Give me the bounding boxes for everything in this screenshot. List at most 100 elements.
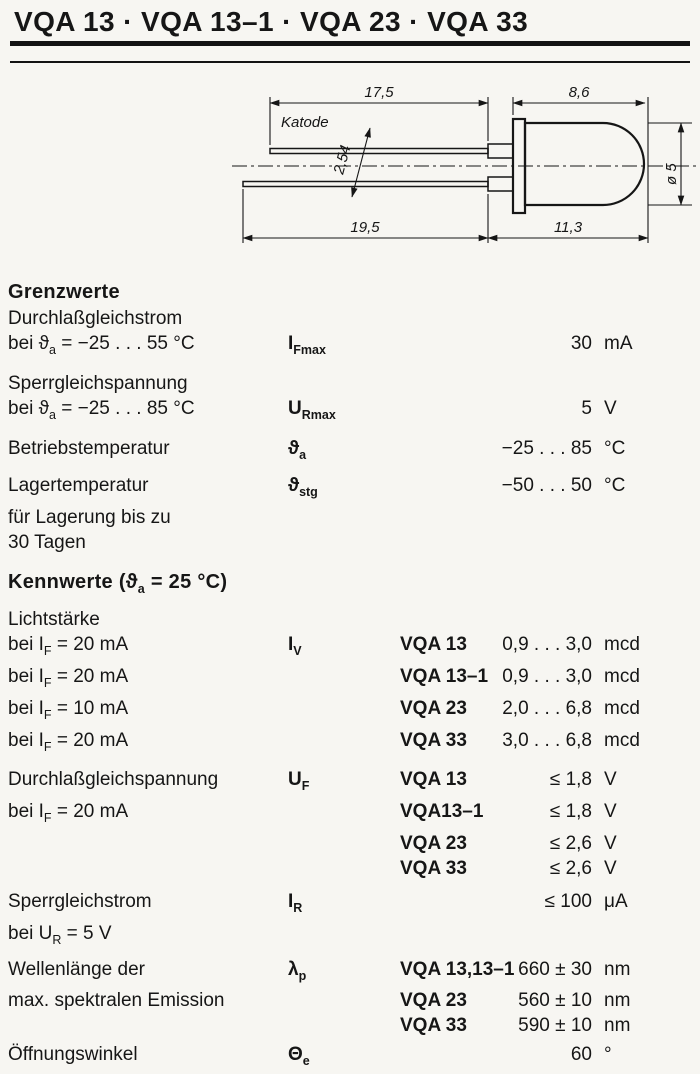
condition-cell: bei IF = 20 mA	[8, 728, 288, 760]
unit-text: nm	[604, 958, 631, 980]
unit-text: mcd	[604, 729, 640, 751]
value-text	[400, 505, 592, 530]
unit-text: μA	[604, 890, 628, 912]
symbol-cell: λp	[288, 957, 400, 989]
condition-cell: bei ϑa = −25 . . . 55 °C	[8, 331, 288, 363]
symbol-cell	[288, 1013, 400, 1038]
unit-text: V	[604, 857, 617, 879]
unit-text	[592, 306, 650, 331]
dim-label-17-5: 17,5	[364, 84, 394, 101]
type-value-cell: VQA 23 2,0 . . . 6,8	[400, 696, 592, 728]
value-text: ≤ 2,6	[549, 832, 592, 854]
cathode-label: Katode	[281, 114, 329, 131]
param-text: Durchlaßgleichstrom	[8, 308, 183, 329]
symbol-cell: IV	[288, 632, 400, 664]
datasheet-page: VQA 13 · VQA 13–1 · VQA 23 · VQA 33	[0, 6, 700, 1074]
condition-text-post: = 5 V	[61, 922, 112, 944]
symbol-cell	[288, 505, 400, 530]
title-rule-thick	[10, 41, 690, 46]
type-label: VQA13–1	[400, 801, 484, 823]
value-text: 0,9 . . . 3,0	[502, 634, 592, 656]
symbol-base: U	[288, 769, 302, 791]
condition-text-post: = 10 mA	[51, 697, 129, 719]
section-kennwerte: Kennwerte (ϑa = 25 °C) Lichtstärke bei I…	[0, 569, 700, 1074]
parameter-cell: Sperrgleichspannung	[8, 371, 288, 396]
type-value-cell	[400, 371, 592, 396]
parameter-cell: Lichtstärke	[8, 607, 288, 632]
symbol-cell	[288, 607, 400, 632]
value-text: 60	[570, 1044, 592, 1066]
value-text	[400, 921, 592, 953]
symbol-cell	[288, 530, 400, 555]
condition-text-post: = 20 mA	[51, 665, 129, 687]
dim-label-19-5: 19,5	[350, 219, 380, 236]
symbol-cell	[288, 306, 400, 331]
condition-sub: a	[49, 407, 56, 422]
unit-text: nm	[604, 1015, 631, 1037]
type-label: VQA 23	[400, 697, 467, 719]
symbol-sub: R	[293, 900, 303, 915]
param-text: Lichtstärke	[8, 609, 100, 631]
type-value-cell: VQA 13≤ 1,8	[400, 767, 592, 799]
heading-cond-sub: a	[137, 582, 145, 597]
cathode-lead-tab	[487, 143, 514, 159]
condition-sub: F	[43, 810, 52, 825]
condition-text: bei ϑ	[8, 333, 50, 354]
unit-text: mcd	[604, 665, 640, 687]
title-rule-thin	[10, 61, 690, 63]
parameter-cell	[8, 831, 288, 856]
symbol-sub: stg	[299, 485, 318, 500]
condition-sub: F	[43, 675, 52, 690]
type-value-cell	[400, 921, 592, 953]
heading-cond-text-post: = 25 °C)	[144, 571, 228, 594]
symbol-cell: IR	[288, 889, 400, 921]
table-row: 30 Tagen	[0, 530, 700, 555]
symbol-base: λ	[288, 958, 299, 980]
unit-text: mcd	[604, 634, 640, 656]
symbol-sub: p	[298, 968, 307, 983]
condition-text: bei I	[8, 665, 44, 687]
value-text: 2,0 . . . 6,8	[502, 697, 592, 719]
type-label: VQA 13,13–1	[400, 958, 515, 980]
condition-text-post: = 20 mA	[51, 729, 129, 751]
param-text: für Lagerung bis zu	[8, 507, 171, 529]
parameter-cell: Lagertemperatur	[8, 473, 288, 505]
led-body	[523, 121, 646, 207]
dim-label-11-3: 11,3	[554, 219, 583, 236]
header: VQA 13 · VQA 13–1 · VQA 23 · VQA 33	[0, 6, 700, 63]
symbol-cell: URmax	[288, 396, 400, 428]
symbol-cell: ϑa	[288, 436, 400, 468]
symbol-base: I	[288, 634, 294, 656]
type-value-cell: −25 . . . 85	[400, 436, 592, 468]
symbol-cell	[288, 988, 400, 1013]
condition-cell: bei ϑa = −25 . . . 85 °C	[8, 396, 288, 428]
parameter-cell: für Lagerung bis zu	[8, 505, 288, 530]
parameter-cell: Betriebstemperatur	[8, 436, 288, 468]
type-value-cell: 60	[400, 1042, 592, 1074]
symbol-sub: Fmax	[293, 342, 326, 357]
value-text: −50 . . . 50	[501, 475, 592, 497]
condition-text: bei I	[8, 634, 44, 656]
led-dimension-drawing: 17,5 8,6 19,5 11,3 ø 5 2,54 Katode	[0, 71, 700, 267]
symbol-sub: V	[293, 643, 302, 658]
condition-sub: a	[49, 342, 56, 357]
param-text: Lagertemperatur	[8, 475, 149, 497]
value-text	[400, 306, 592, 331]
value-text: 30	[570, 333, 592, 354]
type-label: VQA 33	[400, 729, 467, 751]
symbol-sub: e	[302, 1054, 310, 1069]
condition-text: bei U	[8, 922, 53, 944]
value-text: 660 ± 30	[518, 958, 592, 980]
condition-cell: bei IF = 10 mA	[8, 696, 288, 728]
type-value-cell: −50 . . . 50	[400, 473, 592, 505]
